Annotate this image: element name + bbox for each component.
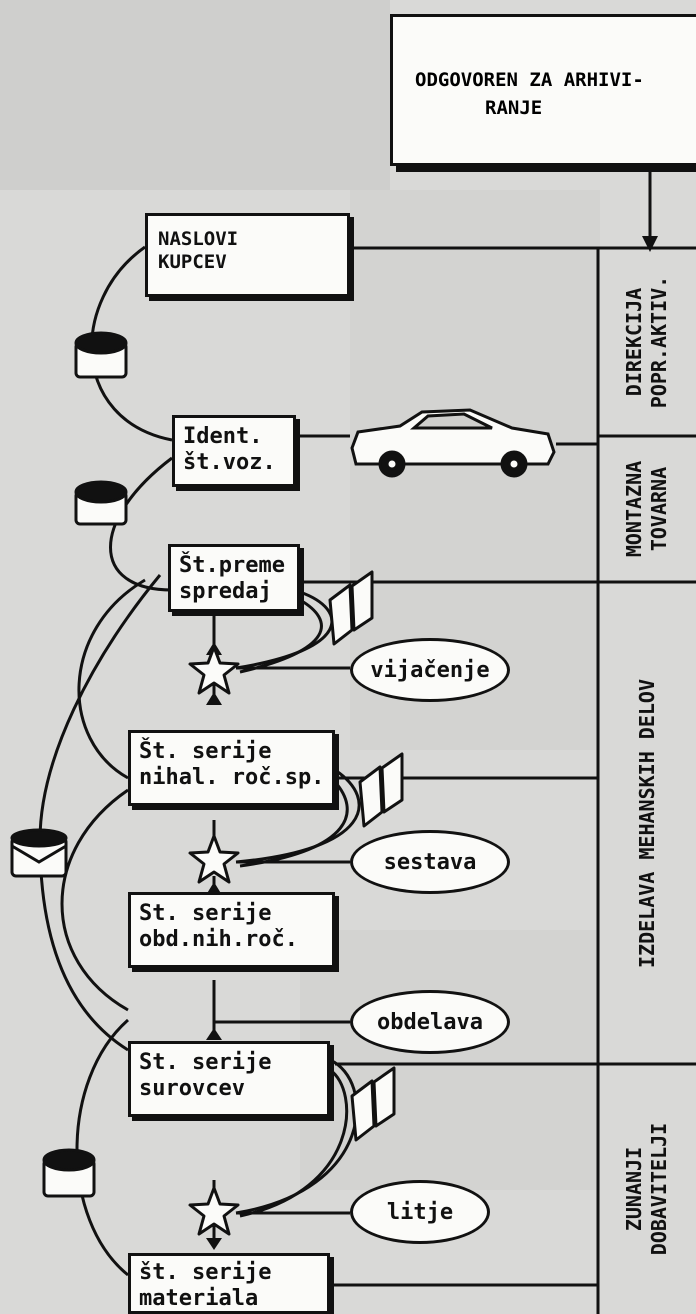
database-icon (74, 480, 128, 526)
car-icon (350, 408, 556, 478)
envelope-icon (10, 828, 68, 878)
record-materiala-line-1: št. serije (139, 1260, 272, 1285)
department-zunanji: ZUNANJI DOBAVITELJI (598, 1064, 696, 1314)
record-materiala-line-2: materiala (139, 1286, 259, 1312)
process-sestava: sestava (350, 830, 510, 894)
archiving-responsible-line-1: ODGOVOREN ZA ARHIVI- (415, 69, 644, 91)
database-icon (74, 331, 128, 379)
record-ident-line-2: št.voz. (183, 450, 276, 476)
record-naslovi-kupcev: NASLOVI KUPCEV (145, 213, 350, 297)
process-obdelava-label: obdelava (377, 1009, 483, 1035)
record-obd-line-2: obd.nih.roč. (139, 927, 298, 953)
star-icon (188, 834, 240, 884)
department-montazna-line-2: TOVARNA (646, 466, 671, 552)
record-nihal-line-2: nihal. roč.sp. (139, 765, 325, 791)
background-heading-block (0, 0, 390, 190)
record-st-serije-nihal: Št. serije nihal. roč.sp. (128, 730, 335, 806)
department-direkcija-line-1: DIREKCIJA (622, 287, 647, 397)
record-obd-line-1: St. serije (139, 901, 272, 926)
process-vijacenje: vijačenje (350, 638, 510, 702)
record-naslovi-line-2: KUPCEV (158, 250, 227, 273)
book-icon (328, 570, 374, 646)
department-zunanji-line-2: DOBAVITELJI (647, 1122, 672, 1256)
record-ident-st-voz: Ident. št.voz. (172, 415, 296, 487)
record-st-serije-obd: St. serije obd.nih.roč. (128, 892, 335, 968)
star-icon (188, 1186, 240, 1236)
process-litje-label: litje (386, 1199, 454, 1225)
record-surovcev-line-2: surovcev (139, 1076, 245, 1102)
background-text-column-lower (300, 930, 600, 1190)
department-zunanji-line-1: ZUNANJI (622, 1146, 647, 1232)
record-nihal-line-1: Št. serije (139, 739, 272, 764)
book-icon (350, 1066, 396, 1142)
record-naslovi-line-1: NASLOVI (158, 228, 239, 250)
archiving-responsible-line-2: RANJE (485, 96, 543, 119)
process-litje: litje (350, 1180, 490, 1244)
record-st-preme-spredaj: Št.preme spredaj (168, 544, 300, 612)
record-st-serije-materiala: št. serije materiala (128, 1253, 330, 1314)
star-icon (188, 645, 240, 695)
department-montazna-line-1: MONTAZNA (621, 460, 646, 558)
department-izdelava-line-1: IZDELAVA MEHANSKIH DELOV (634, 678, 659, 968)
department-direkcija: DIREKCIJA POPR.AKTIV. (598, 248, 696, 436)
record-preme-line-2: spredaj (179, 579, 272, 605)
book-icon (358, 752, 404, 828)
record-ident-line-1: Ident. (183, 424, 263, 449)
department-izdelava: IZDELAVA MEHANSKIH DELOV (598, 582, 696, 1064)
record-surovcev-line-1: St. serije (139, 1050, 272, 1075)
department-direkcija-line-2: POPR.AKTIV. (647, 275, 672, 409)
database-icon (42, 1148, 96, 1198)
record-st-serije-surovcev: St. serije surovcev (128, 1041, 330, 1117)
process-obdelava: obdelava (350, 990, 510, 1054)
process-vijacenje-label: vijačenje (370, 657, 490, 683)
department-montazna: MONTAZNA TOVARNA (598, 436, 696, 582)
archiving-responsible-box: ODGOVOREN ZA ARHIVI- RANJE (390, 14, 696, 166)
record-preme-line-1: Št.preme (179, 553, 285, 578)
process-sestava-label: sestava (383, 849, 477, 875)
